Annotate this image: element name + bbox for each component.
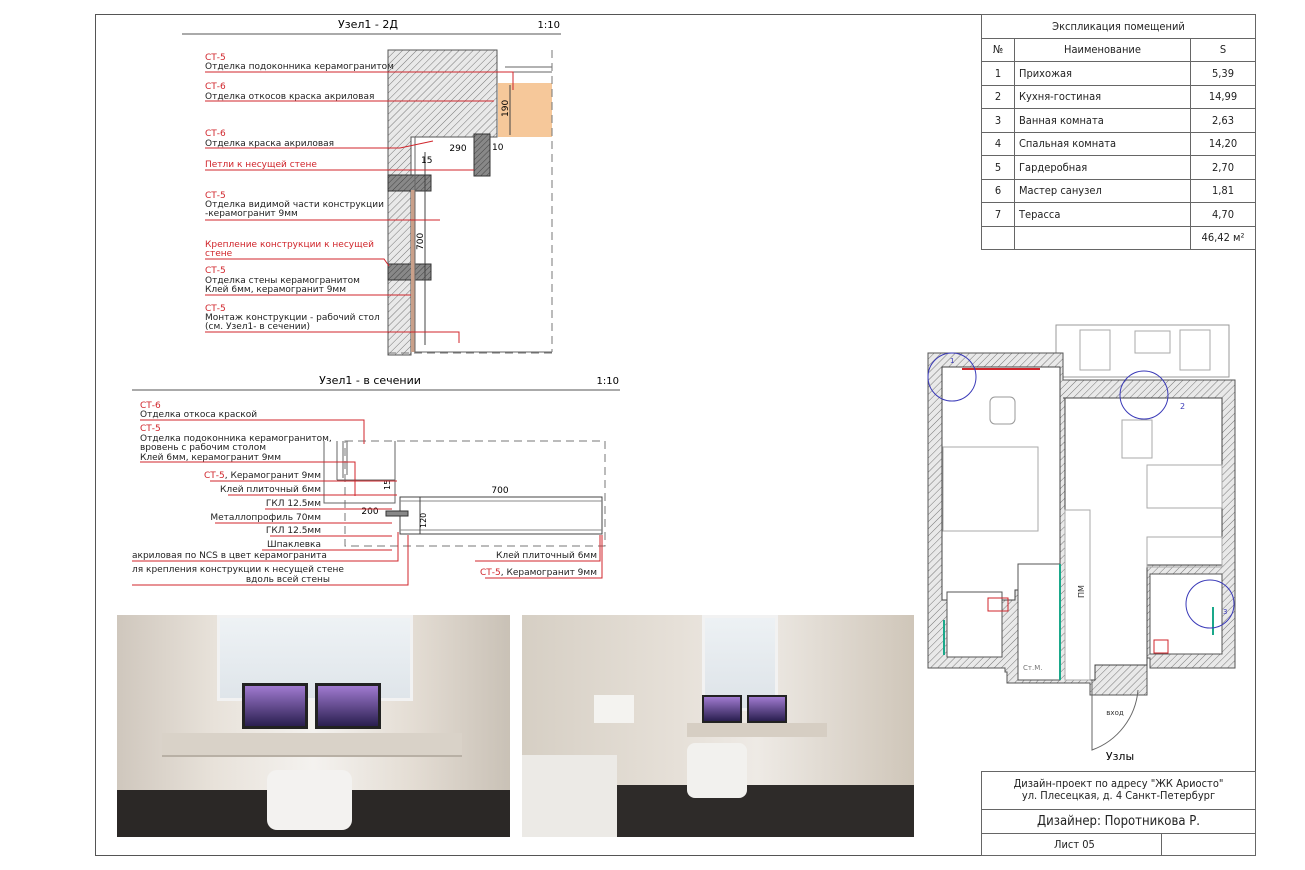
cell-name: Спальная комната [1014, 131, 1191, 156]
plan-label-pm: ПМ [1077, 585, 1086, 598]
title-block: Дизайн-проект по адресу "ЖК Ариосто" ул.… [981, 771, 1256, 856]
designer-name: Дизайнер: Поротникова Р. [982, 810, 1255, 834]
note-text: акриловая по NCS в цвет керамогранита [132, 551, 327, 561]
sheet-frame [95, 14, 1256, 856]
dim-10: 10 [492, 143, 504, 153]
cell-area: 4,70 [1190, 202, 1256, 227]
project-address-line1: Дизайн-проект по адресу "ЖК Ариосто" [1013, 777, 1224, 790]
header-area: S [1190, 37, 1256, 62]
layer-label: Клей плиточный 6мм [220, 485, 321, 495]
callout-code: СТ-6 [205, 129, 226, 139]
cell-area: 2,70 [1190, 155, 1256, 180]
layer-label: ГКЛ 12.5мм [266, 499, 321, 509]
note-text: ля крепления конструкции к несущей стене [132, 565, 344, 575]
cell-area: 1,81 [1190, 178, 1256, 203]
callout-text: Петли к несущей стене [205, 160, 317, 170]
cell-name: Терасса [1014, 202, 1191, 227]
note-text: СТ-5, Керамогранит 9мм [480, 568, 597, 578]
callout-text: Отделка откоса краской [140, 410, 257, 420]
callout-text: Отделка подоконника керамогранитом [205, 62, 394, 72]
callout-text: (см. Узел1- в сечении) [205, 322, 310, 332]
callout-text: Клей 6мм, керамогранит 9мм [205, 285, 346, 295]
callout-text: вровень с рабочим столом [140, 443, 266, 453]
cell-name: Кухня-гостиная [1014, 84, 1191, 109]
cell-name: Ванная комната [1014, 108, 1191, 133]
callout-code: СТ-6 [140, 401, 161, 411]
callout-text: Монтаж конструкции - рабочий стол [205, 313, 380, 323]
cell-area: 14,20 [1190, 131, 1256, 156]
callout-text: Отделка видимой части конструкции [205, 200, 384, 210]
plan-caption: Узлы [1106, 750, 1134, 763]
cell-area: 2,63 [1190, 108, 1256, 133]
cell-number: 5 [981, 155, 1015, 180]
render-photo-side [522, 615, 914, 837]
layer-label: Шпаклевка [267, 540, 321, 550]
callout-code: СТ-5 [205, 304, 226, 314]
note-text: Клей плиточный 6мм [496, 551, 597, 561]
dim-15: 15 [383, 480, 392, 490]
dim-290: 290 [449, 144, 466, 154]
dim-700: 700 [491, 486, 508, 496]
node-section-title: Узел1 - в сечении [319, 374, 421, 387]
node-2d-title: Узел1 - 2Д [338, 18, 398, 31]
explication-table: Экспликация помещений № Наименование S 1… [981, 14, 1256, 250]
cell-name: Мастер санузел [1014, 178, 1191, 203]
plan-node-3: 3 [1223, 608, 1227, 616]
callout-code: СТ-5 [205, 53, 226, 63]
callout-text: стене [205, 249, 233, 259]
callout-text: Крепление конструкции к несущей [205, 240, 374, 250]
total-row: 46,42 м² [981, 225, 1256, 250]
node-2d-scale: 1:10 [538, 20, 560, 31]
total-area: 46,42 м² [1190, 225, 1256, 250]
dim-120: 120 [419, 513, 428, 528]
layer-label: ГКЛ 12.5мм [266, 526, 321, 536]
sheet-number: Лист 05 [982, 834, 1162, 855]
plan-label-stm: Ст.М. [1023, 664, 1042, 672]
cell-number: 2 [981, 84, 1015, 109]
node-section-scale: 1:10 [597, 376, 619, 387]
project-address-line2: ул. Плесецкая, д. 4 Санкт-Петербург [1021, 789, 1216, 802]
cell-name: Прихожая [1014, 61, 1191, 86]
render-photo-front [117, 615, 510, 837]
cell-number: 6 [981, 178, 1015, 203]
cell-area: 14,99 [1190, 84, 1256, 109]
floor-plan: 1 2 3 ПМ Ст.М. вход [927, 324, 1236, 751]
cell-number: 3 [981, 108, 1015, 133]
cell-number: 7 [981, 202, 1015, 227]
callout-text: -керамогранит 9мм [205, 209, 298, 219]
header-name: Наименование [1014, 37, 1191, 62]
plan-label-entry: вход [1106, 709, 1124, 717]
callout-text: Отделка стены керамогранитом [205, 276, 360, 286]
cell-number: 4 [981, 131, 1015, 156]
callout-code: СТ-5 [205, 266, 226, 276]
dim-15: 15 [421, 156, 432, 166]
header-number: № [981, 37, 1015, 62]
dim-700: 700 [416, 233, 426, 250]
plan-node-1: 1 [950, 357, 954, 365]
callout-text: Клей 6мм, керамогранит 9мм [140, 453, 281, 463]
callout-text: Отделка краска акриловая [205, 139, 334, 149]
layer-label: СТ-5, Керамогранит 9мм [204, 471, 321, 481]
cell-area: 5,39 [1190, 61, 1256, 86]
explication-title: Экспликация помещений [981, 14, 1256, 39]
callout-code: СТ-5 [140, 424, 161, 434]
plan-node-2: 2 [1180, 402, 1185, 411]
cell-name: Гардеробная [1014, 155, 1191, 180]
callout-code: СТ-6 [205, 82, 226, 92]
layer-label: Металлопрофиль 70мм [210, 513, 321, 523]
dim-200: 200 [361, 507, 378, 517]
callout-text: Отделка откосов краска акриловая [205, 92, 374, 102]
note-text: вдоль всей стены [246, 575, 330, 585]
cell-number: 1 [981, 61, 1015, 86]
callout-code: СТ-5 [205, 191, 226, 201]
callout-text: Отделка подоконника керамогранитом, [140, 434, 332, 444]
dim-190: 190 [501, 100, 511, 117]
